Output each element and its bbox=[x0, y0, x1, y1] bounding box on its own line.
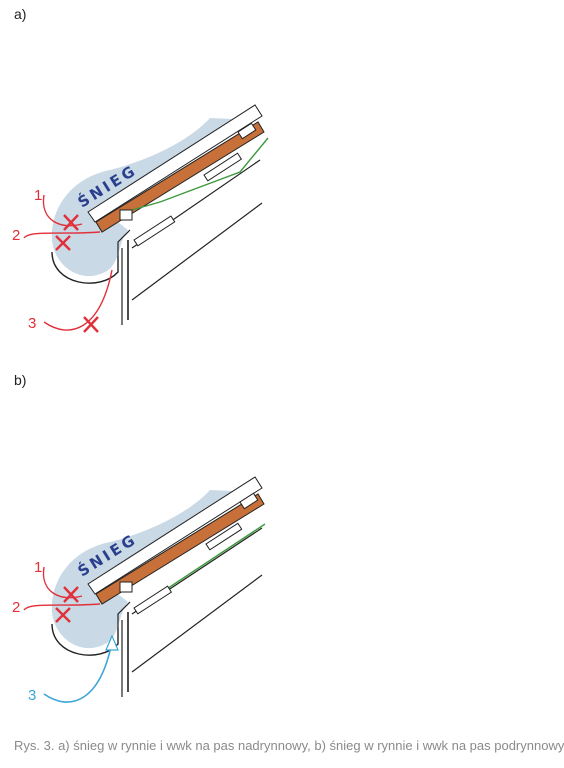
soffit-line bbox=[131, 202, 263, 301]
blocked-mark-1 bbox=[63, 586, 79, 603]
figure-caption: Rys. 3. a) śnieg w rynnie i wwk na pas n… bbox=[14, 738, 564, 753]
gutter-hook bbox=[119, 581, 133, 593]
air-flow-arrow-3 bbox=[43, 269, 113, 331]
arrow-number-3: 3 bbox=[28, 687, 36, 704]
blocked-mark-2 bbox=[55, 235, 71, 251]
gutter-bracket bbox=[117, 601, 131, 628]
batten bbox=[133, 215, 176, 247]
panel-b-label: b) bbox=[14, 372, 27, 388]
diagram-panel-b: ŚNIEG 1 2 3 bbox=[12, 476, 266, 704]
arrow-number-2: 2 bbox=[12, 599, 20, 616]
membrane-line bbox=[131, 137, 269, 211]
arrow-number-2: 2 bbox=[12, 227, 20, 244]
gutter-hook bbox=[119, 209, 133, 221]
panel-a-label: a) bbox=[14, 6, 27, 22]
batten bbox=[133, 585, 173, 615]
roof-cover bbox=[87, 104, 263, 223]
soffit-line bbox=[131, 574, 263, 673]
blocked-mark-3 bbox=[83, 316, 99, 333]
air-flow-arrow-2 bbox=[23, 231, 101, 239]
blocked-mark-1 bbox=[63, 214, 79, 231]
air-flow-arrow-1 bbox=[42, 194, 83, 227]
air-flow-arrow-2 bbox=[23, 603, 101, 611]
blocked-mark-2 bbox=[55, 607, 71, 623]
roof-cover bbox=[87, 476, 263, 595]
wood-board bbox=[95, 121, 265, 233]
wood-board bbox=[95, 493, 265, 605]
gutter bbox=[51, 251, 119, 284]
arrow-number-3: 3 bbox=[28, 315, 36, 332]
arrow-head-3 bbox=[105, 634, 119, 651]
gutter-bracket bbox=[117, 229, 131, 256]
batten-small bbox=[237, 122, 257, 140]
air-flow-arrow-1 bbox=[42, 566, 83, 599]
batten bbox=[205, 522, 243, 551]
arrow-number-1: 1 bbox=[34, 559, 42, 576]
batten bbox=[203, 152, 243, 182]
arrow-number-1: 1 bbox=[34, 187, 42, 204]
snow-mass bbox=[51, 118, 255, 277]
air-flow-arrow-3 bbox=[43, 641, 113, 703]
batten-small bbox=[239, 492, 259, 510]
diagram-panel-a: ŚNIEG 1 2 3 bbox=[12, 104, 269, 333]
snow-mass bbox=[51, 490, 255, 649]
